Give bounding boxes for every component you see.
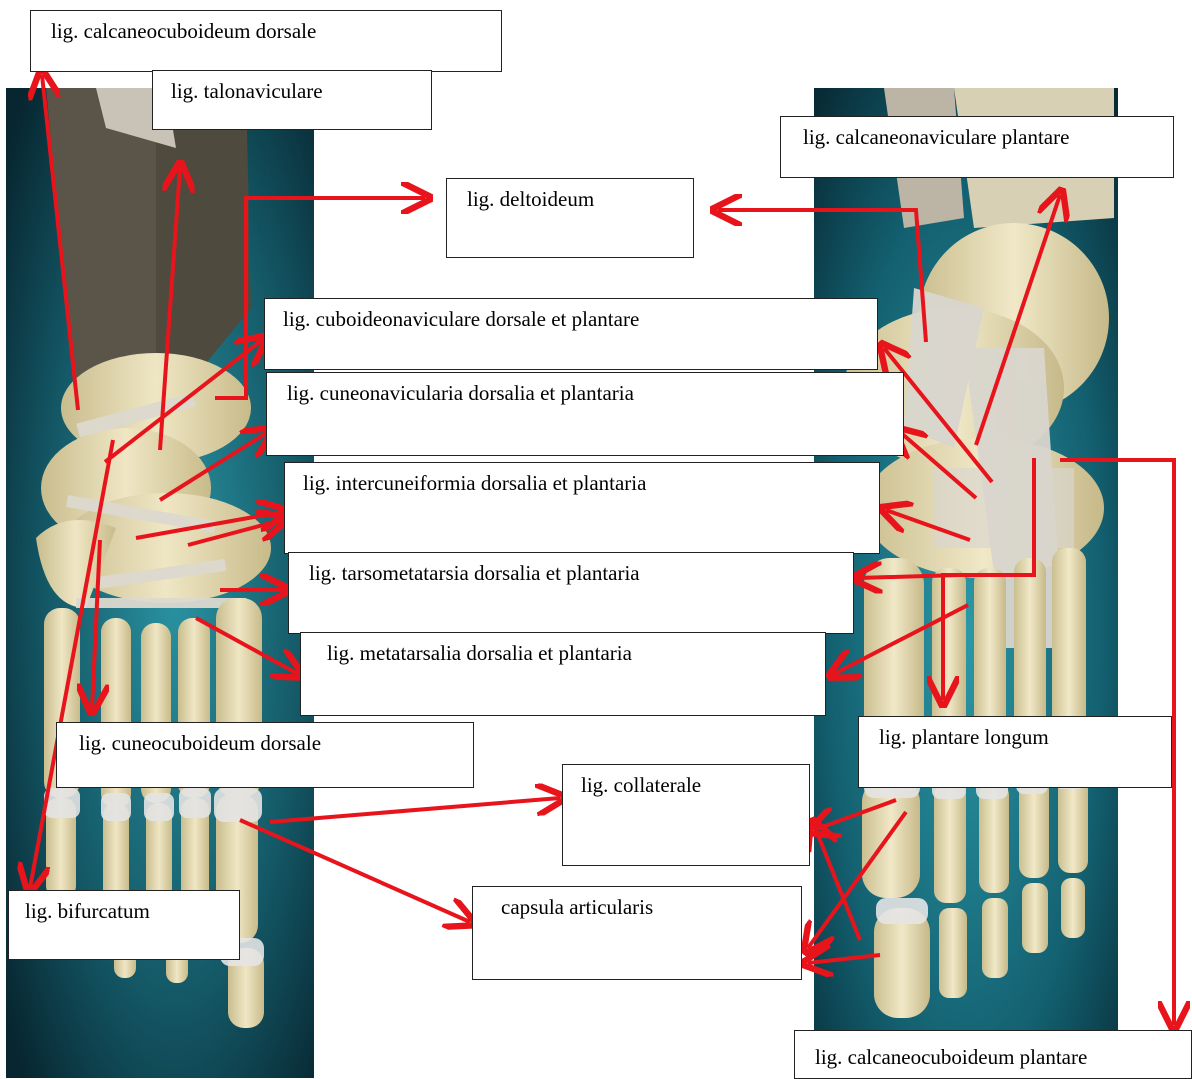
label-calcaneocuboideum-dorsale: lig. calcaneocuboideum dorsale [30,10,502,72]
label-intercuneiformia: lig. intercuneiformia dorsalia et planta… [284,462,880,554]
label-bifurcatum: lig. bifurcatum [8,890,240,960]
plantar-foot-image [814,88,1118,1078]
label-cuboideonaviculare: lig. cuboideonaviculare dorsale et plant… [264,298,878,370]
label-calcaneonaviculare-plantare: lig. calcaneonaviculare plantare [780,116,1174,178]
label-cuneocuboideum-dorsale: lig. cuneocuboideum dorsale [56,722,474,788]
label-collaterale: lig. collaterale [562,764,810,866]
label-calcaneocuboideum-plantare: lig. calcaneocuboideum plantare [794,1030,1192,1079]
label-metatarsalia: lig. metatarsalia dorsalia et plantaria [300,632,826,716]
label-cuneonavicularia: lig. cuneonavicularia dorsalia et planta… [266,372,904,456]
label-capsula-articularis: capsula articularis [472,886,802,980]
label-tarsometatarsia: lig. tarsometatarsia dorsalia et plantar… [288,552,854,634]
label-deltoideum: lig. deltoideum [446,178,694,258]
label-plantare-longum: lig. plantare longum [858,716,1172,788]
label-talonaviculare: lig. talonaviculare [152,70,432,130]
